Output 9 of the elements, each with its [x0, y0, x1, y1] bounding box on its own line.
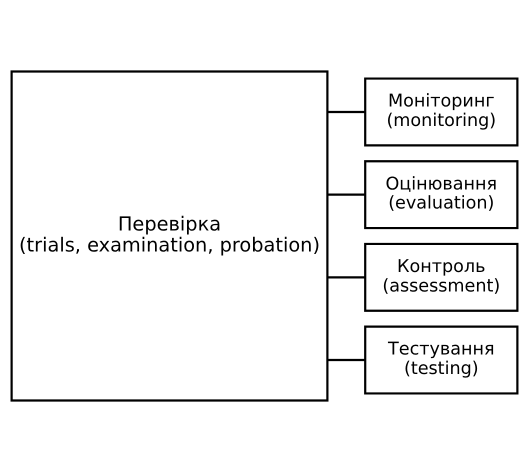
connector — [328, 194, 366, 196]
connector — [328, 110, 366, 114]
connector — [328, 276, 366, 278]
node-box: Оцінювання (evaluation) — [364, 160, 518, 230]
connector — [328, 358, 366, 362]
node-box: Тестування (testing) — [364, 326, 518, 395]
node-box: Перевірка (trials, examination, probation) — [10, 70, 328, 402]
node-box: Контроль (assessment) — [364, 242, 518, 312]
node-box: Моніторинг (monitoring) — [364, 77, 518, 146]
